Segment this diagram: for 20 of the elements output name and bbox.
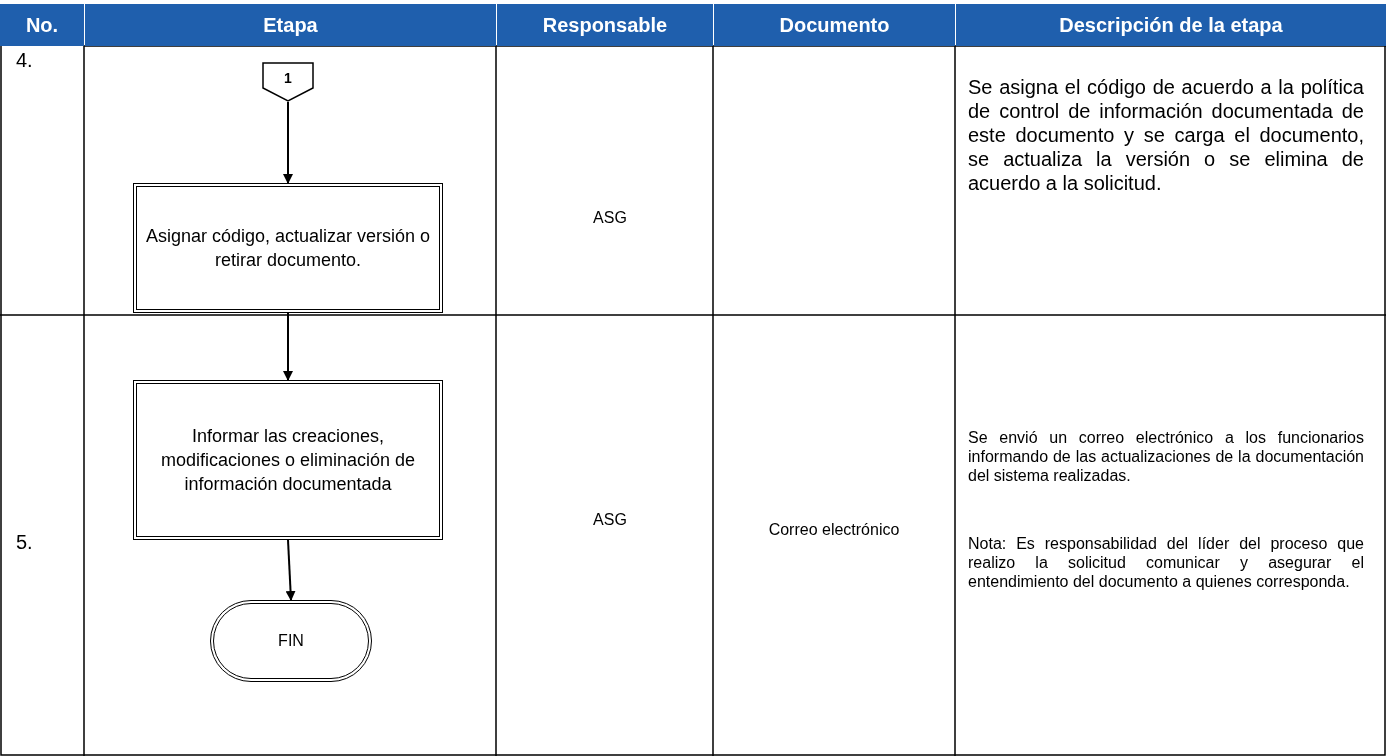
row-number: 5. bbox=[16, 530, 34, 554]
column-header: Etapa bbox=[85, 4, 496, 46]
column-header: Descripción de la etapa bbox=[956, 4, 1386, 46]
responsible-text: ASG bbox=[592, 208, 628, 228]
description-text: Se asigna el código de acuerdo a la política de control de información documentada de este documento y se carga el documento, se actualiza la versión o se elimina de acuerdo a la solicitud. bbox=[968, 75, 1364, 195]
arrow bbox=[285, 539, 296, 601]
note-text: Nota: Es responsabilidad del líder del proceso que realizo la solicitud comunicar y asegurar el entendimiento del documento a quienes corresponda. bbox=[968, 534, 1364, 592]
document-text: Correo electrónico bbox=[767, 520, 901, 540]
column-header: Responsable bbox=[497, 4, 713, 46]
responsible-text: ASG bbox=[592, 510, 628, 530]
arrow bbox=[283, 101, 293, 184]
terminator: FIN bbox=[210, 600, 372, 682]
arrow bbox=[283, 312, 293, 381]
off-page-connector: 1 bbox=[262, 62, 314, 102]
column-header: Documento bbox=[714, 4, 955, 46]
row-number: 4. bbox=[16, 48, 34, 72]
column-header: No. bbox=[0, 4, 84, 46]
process-box: Asignar código, actualizar versión o retirar documento. bbox=[133, 183, 443, 313]
process-box: Informar las creaciones, modificaciones o eliminación de información documentada bbox=[133, 380, 443, 540]
description-text: Se envió un correo electrónico a los funcionarios informando de las actualizaciones de la documentación del sistema realizadas. bbox=[968, 428, 1364, 486]
